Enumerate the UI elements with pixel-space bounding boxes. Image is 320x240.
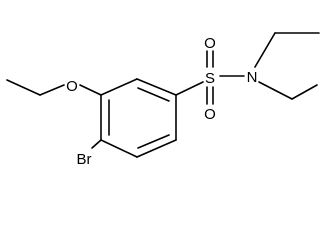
atom-s: S	[205, 70, 215, 87]
bond-c6-c1	[100, 78, 138, 96]
bond-c1-c2-inner	[137, 87, 170, 102]
bond-c3-c4	[136, 139, 177, 158]
structure-diagram: O Br S O O N	[6, 32, 320, 168]
atom-o-ether: O	[66, 78, 78, 95]
ethoxy-group	[6, 79, 102, 96]
bond-c1-c2	[136, 78, 177, 96]
bond-ethyl2-ch2-ch3	[291, 84, 318, 100]
bond-o-ch2	[39, 84, 65, 96]
bond-ch2-ch3	[6, 79, 41, 96]
bond-c3-c4-inner	[137, 134, 170, 149]
bond-n-ethyl2-ch2	[258, 81, 293, 100]
atom-o-sulfonyl-top: O	[204, 35, 216, 52]
bond-ring-o	[79, 84, 102, 96]
bond-c4-c5	[100, 139, 138, 158]
benzene-ring	[100, 78, 177, 158]
atom-labels: O Br S O O N	[66, 35, 257, 168]
bond-n-ethyl1-ch2	[254, 32, 276, 68]
sulfonamide-group	[175, 50, 245, 105]
atom-o-sulfonyl-bottom: O	[204, 106, 216, 123]
bromo-group	[91, 139, 102, 149]
bond-ring-s	[175, 81, 204, 96]
atom-br: Br	[77, 151, 92, 168]
atom-n: N	[247, 69, 258, 86]
bond-ring-br	[91, 139, 102, 149]
diethyl-group	[254, 32, 320, 100]
